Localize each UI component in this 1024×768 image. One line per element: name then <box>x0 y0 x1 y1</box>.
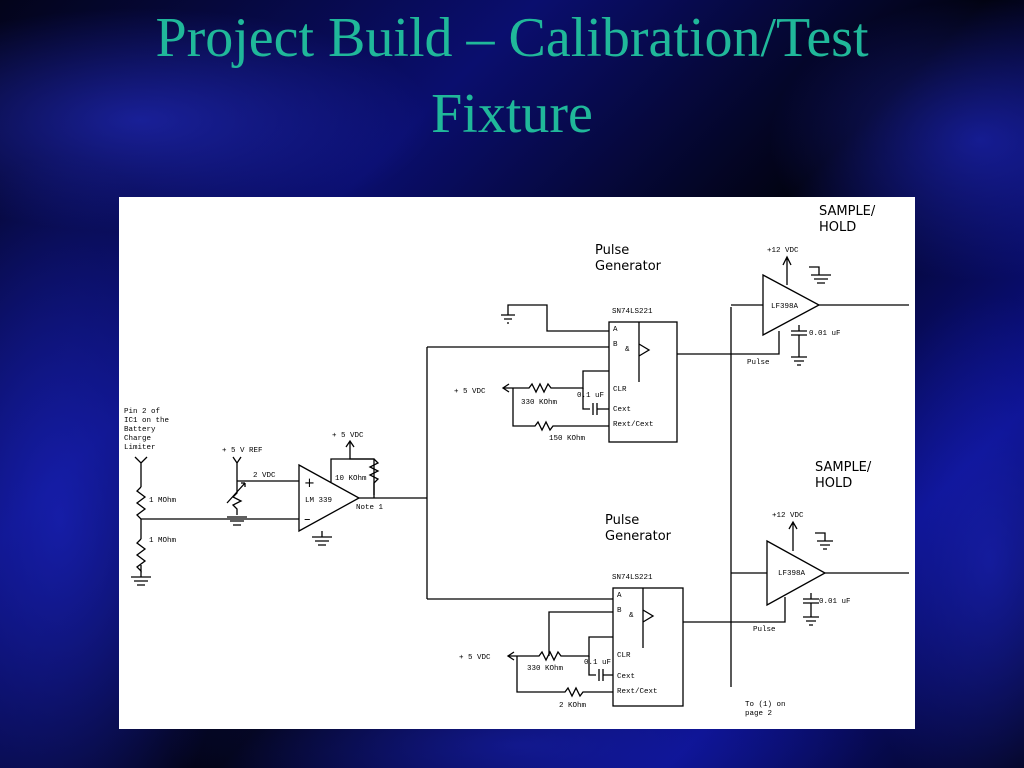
c001-top-label: 0.01 uF <box>809 330 841 338</box>
lf398-top-label: LF398A <box>771 303 799 311</box>
resistor-1mohm-bottom <box>135 538 147 573</box>
ground-icon <box>815 532 833 550</box>
pin-a-bottom: A <box>617 592 622 600</box>
clr-top: CLR <box>613 386 627 394</box>
wire <box>638 322 651 382</box>
wire <box>516 656 613 698</box>
wire <box>548 611 613 656</box>
plus-sign: + <box>304 476 315 491</box>
c01-top-label: 0.1 uF <box>577 392 604 400</box>
ground-icon <box>227 516 247 526</box>
vdc5-top-label: + 5 VDC <box>454 388 486 396</box>
title-line-2: Fixture <box>431 83 593 145</box>
r330-bottom-label: 330 KOhm <box>527 665 564 673</box>
r10k-label: 10 KOhm <box>335 475 367 483</box>
wire <box>506 636 613 662</box>
pulse-bottom-label: Pulse <box>753 626 776 634</box>
bottom-sample-hold: SAMPLE/ HOLD +12 VDC LF398A 0.01 uF Puls… <box>731 460 909 634</box>
comparator-section: + 5 V REF 2 VDC + – LM 339 + 5 VDC 10 KO… <box>222 347 428 599</box>
sample-hold-bottom-line1: SAMPLE/ <box>815 460 872 475</box>
lm339-comparator <box>298 463 361 533</box>
wire <box>501 370 609 394</box>
pulse-gen-bottom-line2: Generator <box>605 529 672 544</box>
wire <box>330 458 350 482</box>
top-pulse-generator: Pulse Generator SN74LS221 A B & CLR Cext… <box>427 243 731 443</box>
c001-bottom-label: 0.01 uF <box>819 598 851 606</box>
vdc2-label: 2 VDC <box>253 472 276 480</box>
top-sample-hold: SAMPLE/ HOLD +12 VDC LF398A 0.01 uF Puls… <box>731 204 909 367</box>
pulse-gen-top-line1: Pulse <box>595 243 629 258</box>
capacitor-0-1uf-bottom <box>588 656 613 681</box>
pulse-top-label: Pulse <box>747 359 770 367</box>
ground-icon <box>312 531 332 546</box>
ground-icon <box>131 576 151 586</box>
r1m-top-label: 1 MOhm <box>149 497 177 505</box>
sample-hold-top-line2: HOLD <box>819 220 856 235</box>
ground-icon <box>809 266 831 284</box>
pin-a-top: A <box>613 326 618 334</box>
resistor-10kohm <box>368 458 380 498</box>
capacitor-0-01uf-bottom <box>803 593 819 626</box>
cext-bottom: Cext <box>617 673 635 681</box>
pin2-label-5: Limiter <box>124 444 156 452</box>
r330-top-label: 330 KOhm <box>521 399 558 407</box>
vdc12-bottom-label: +12 VDC <box>772 512 804 520</box>
c01-bottom-label: 0.1 uF <box>584 659 611 667</box>
wire <box>731 331 780 355</box>
slide-title: Project Build – Calibration/Test Fixture <box>0 0 1024 152</box>
lm339-label: LM 339 <box>305 497 332 505</box>
vdc5-bottom-label: + 5 VDC <box>459 654 491 662</box>
schematic-panel: Pin 2 of IC1 on the Battery Charge Limit… <box>119 197 915 729</box>
pin2-label-2: IC1 on the <box>124 417 169 425</box>
wire <box>788 520 798 551</box>
pin-b-bottom: B <box>617 607 622 615</box>
wire <box>345 439 375 495</box>
capacitor-0-01uf-top <box>791 325 807 366</box>
pin2-label-3: Battery <box>124 426 156 434</box>
pin2-label-1: Pin 2 of <box>124 408 161 416</box>
capacitor-0-1uf-top <box>582 388 609 415</box>
resistor-1mohm-top <box>135 486 147 539</box>
sn74ls221-bottom-chip <box>612 587 684 707</box>
r2k-label: 2 KOhm <box>559 702 587 710</box>
schematic-diagram: Pin 2 of IC1 on the Battery Charge Limit… <box>124 204 909 718</box>
sample-hold-bottom-line2: HOLD <box>815 476 852 491</box>
rext-cext-top: Rext/Cext <box>613 421 654 429</box>
arrow-up-icon <box>134 456 148 487</box>
pulse-gen-bottom-line1: Pulse <box>605 513 639 528</box>
sn74ls221-top-chip <box>608 321 678 443</box>
to-page-line2: page 2 <box>745 710 772 718</box>
note1-label: Note 1 <box>356 504 384 512</box>
title-line-1: Project Build – Calibration/Test <box>155 7 869 69</box>
input-divider-section: Pin 2 of IC1 on the Battery Charge Limit… <box>124 408 299 586</box>
wire <box>501 304 609 332</box>
potentiometer-arrow-icon <box>226 482 246 504</box>
bottom-pulse-generator: Pulse Generator SN74LS221 A B & CLR Cext… <box>427 513 731 710</box>
minus-sign: – <box>304 512 311 527</box>
pulse-gen-top-line2: Generator <box>595 259 662 274</box>
cext-top: Cext <box>613 406 631 414</box>
and-symbol-bottom: & <box>629 612 634 620</box>
sample-hold-top-line1: SAMPLE/ <box>819 204 876 219</box>
to-page-line1: To (1) on <box>745 701 786 709</box>
r150-label: 150 KOhm <box>549 435 586 443</box>
wire <box>512 388 609 432</box>
wire <box>782 255 792 285</box>
clr-bottom: CLR <box>617 652 631 660</box>
wire <box>642 588 655 648</box>
lf398-bottom-label: LF398A <box>778 570 806 578</box>
rext-cext-bottom: Rext/Cext <box>617 688 658 696</box>
pin-b-top: B <box>613 341 618 349</box>
ref5-label: + 5 V REF <box>222 447 263 455</box>
vdc12-top-label: +12 VDC <box>767 247 799 255</box>
and-symbol-top: & <box>625 346 630 354</box>
reference-potentiometer <box>231 456 243 515</box>
r1m-bottom-label: 1 MOhm <box>149 537 177 545</box>
vdc5-comp-label: + 5 VDC <box>332 432 364 440</box>
pin2-label-4: Charge <box>124 435 151 443</box>
chip-bottom-label: SN74LS221 <box>612 574 653 582</box>
chip-top-label: SN74LS221 <box>612 308 653 316</box>
wire <box>731 597 786 623</box>
